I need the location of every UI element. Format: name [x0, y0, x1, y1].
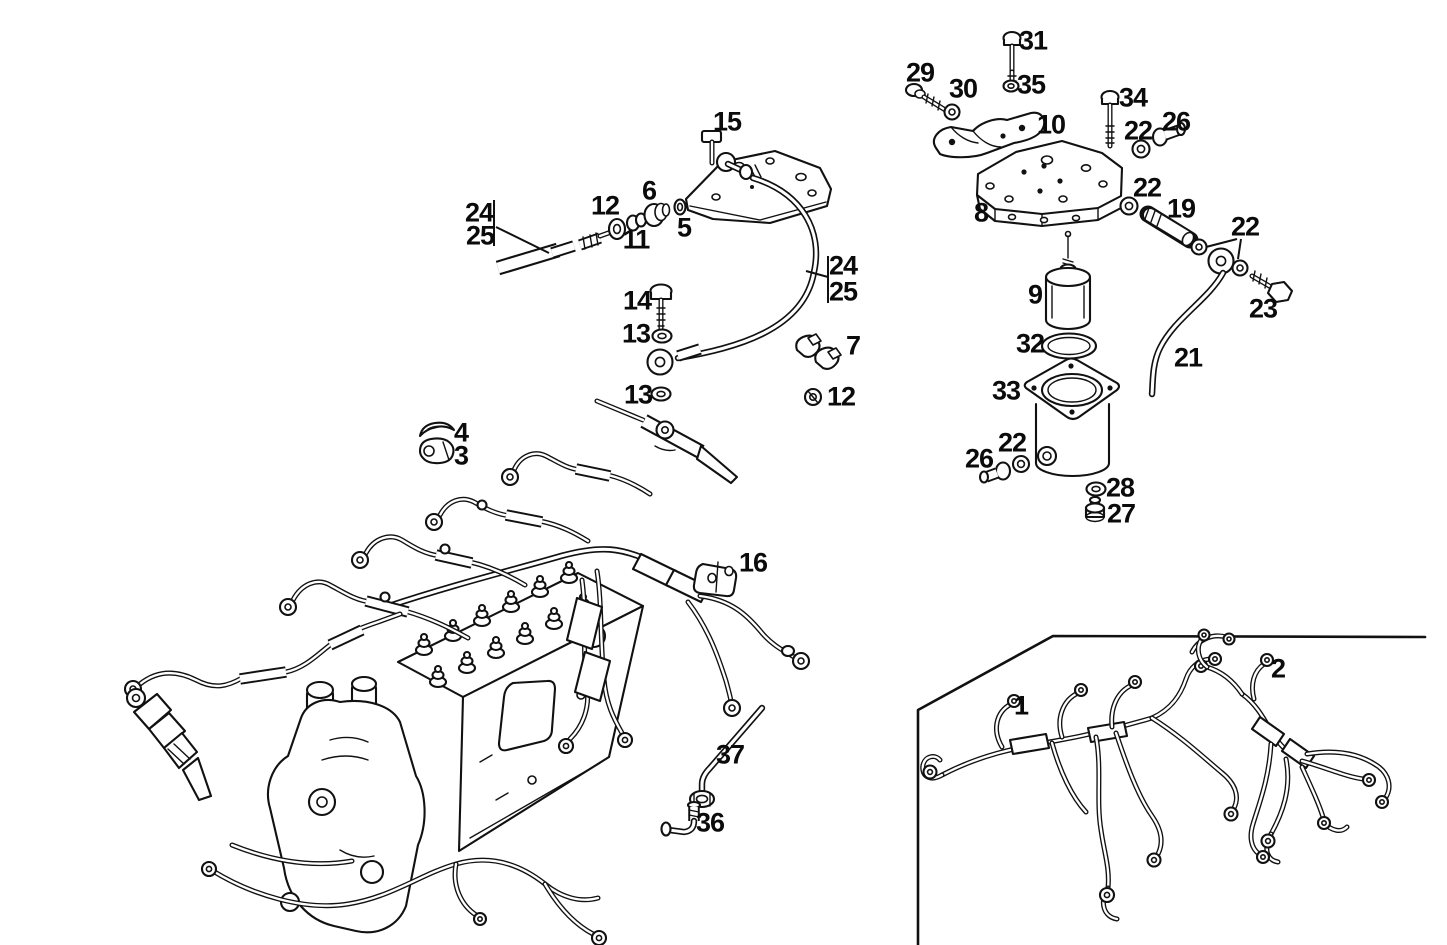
o-ring-32 [1040, 332, 1098, 360]
part-callout-1: 1 [1013, 690, 1029, 721]
governor-housing [266, 675, 426, 934]
leader-line [495, 226, 550, 254]
part-callout-25: 25 [828, 276, 858, 307]
part-callout-16: 16 [738, 547, 768, 578]
clamp-7 [795, 333, 842, 370]
bottom-pipes [200, 842, 608, 945]
plate-8 [975, 139, 1124, 228]
part-callout-24: 24 [828, 250, 858, 281]
part-callout-2: 2 [1270, 653, 1286, 684]
part-callout-12: 12 [826, 381, 856, 412]
pipe-kit-1 [920, 632, 1239, 922]
part-callout-14: 14 [622, 285, 652, 316]
leader-lines [493, 200, 1242, 303]
mounting-plate [684, 149, 833, 225]
part-callout-36: 36 [695, 807, 725, 838]
part-callout-35: 35 [1016, 69, 1046, 100]
part-callout-23: 23 [1248, 293, 1278, 324]
part-callout-15: 15 [712, 106, 742, 137]
supply-line-assembly [495, 129, 842, 485]
part-callout-34: 34 [1118, 82, 1148, 113]
bolt-34 [1100, 89, 1120, 149]
plug-26-lower [978, 461, 1012, 484]
plug-26-upper [1151, 121, 1187, 147]
pump-side-plate-cutout [497, 679, 557, 752]
bracket-10 [932, 111, 1046, 159]
valve-19 [1139, 205, 1199, 249]
clamp-4 [418, 421, 456, 438]
part-callout-25: 25 [465, 220, 495, 251]
part-callout-32: 32 [1015, 328, 1045, 359]
part-callout-13: 13 [623, 379, 653, 410]
part-callout-8: 8 [973, 197, 989, 228]
solenoid-9 [1044, 230, 1092, 331]
leader-line [1237, 238, 1242, 260]
bolt-23 [1249, 270, 1294, 304]
part-callout-28: 28 [1105, 472, 1135, 503]
pipe-kit-2 [1193, 628, 1392, 865]
part-callout-19: 19 [1166, 193, 1196, 224]
part-callout-26: 26 [1161, 106, 1191, 137]
part-callout-4: 4 [453, 417, 469, 448]
inset-border [916, 634, 1427, 945]
part-callout-5: 5 [676, 212, 692, 243]
leader-line [1205, 238, 1238, 248]
part-callout-26: 26 [964, 443, 994, 474]
leader-line [805, 270, 829, 278]
part-callout-27: 27 [1106, 498, 1136, 529]
left-injection-pipes [123, 451, 653, 699]
part-callout-33: 33 [991, 375, 1021, 406]
part-callout-6: 6 [641, 175, 657, 206]
shutoff-filter-assembly [904, 30, 1294, 523]
part-callout-22: 22 [997, 427, 1027, 458]
clamp-3 [418, 437, 455, 465]
injector [125, 687, 213, 802]
part-callout-24: 24 [464, 197, 494, 228]
nut-27 [1084, 495, 1106, 523]
part-callout-37: 37 [715, 739, 745, 770]
part-callout-29: 29 [905, 57, 935, 88]
filter-cup-33 [1023, 357, 1121, 478]
banjo-bolt-15 [700, 129, 762, 181]
elbow-36 [660, 800, 702, 837]
part-callout-22: 22 [1230, 211, 1260, 242]
part-callout-22: 22 [1123, 115, 1153, 146]
part-callout-30: 30 [948, 73, 978, 104]
part-callout-31: 31 [1018, 25, 1048, 56]
part-callout-13: 13 [621, 318, 651, 349]
part-callout-10: 10 [1036, 109, 1066, 140]
injection-pump-assembly [123, 421, 811, 945]
part-callout-22: 22 [1132, 172, 1162, 203]
pipe-21 [1150, 271, 1225, 396]
part-callout-3: 3 [453, 440, 469, 471]
bolt-29 [904, 82, 950, 114]
part-callout-12: 12 [590, 190, 620, 221]
bolt-14 [649, 283, 673, 332]
pipe-21 [1148, 269, 1227, 398]
control-rod [594, 398, 739, 485]
pipe-37 [688, 704, 766, 809]
part-callout-7: 7 [845, 330, 861, 361]
part-callout-9: 9 [1027, 279, 1043, 310]
part-callout-21: 21 [1173, 342, 1203, 373]
clamp-16 [692, 561, 738, 598]
pipe-kit-inset [916, 628, 1427, 945]
part-callout-11: 11 [622, 224, 651, 255]
right-pipe-runs [557, 552, 811, 755]
